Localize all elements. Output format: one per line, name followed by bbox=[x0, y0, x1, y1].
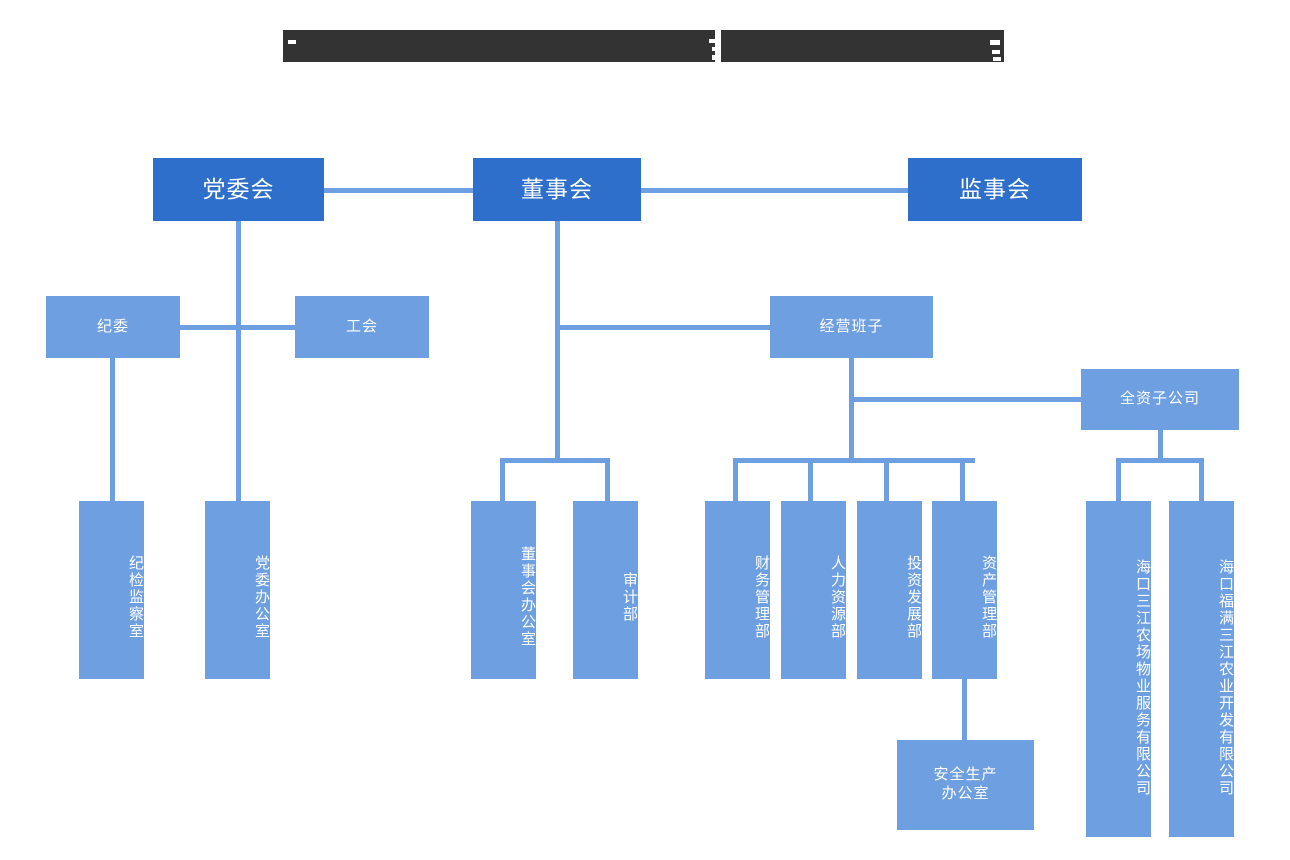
node-subsidiary-agriculture-development[interactable]: 海口福满三江农业开发有限公司 bbox=[1169, 501, 1234, 837]
title-glyph-fragment-4 bbox=[712, 55, 717, 60]
title-glyph-fragment-5 bbox=[990, 40, 1000, 45]
connector-subsidiary-vertical bbox=[1158, 430, 1163, 462]
node-hr-department[interactable]: 人力资源部 bbox=[781, 501, 846, 679]
connector-subsidiary-children-bus bbox=[1116, 458, 1204, 463]
safety-office-line1: 安全生产 bbox=[933, 766, 998, 784]
node-board-of-directors[interactable]: 董事会 bbox=[473, 158, 641, 221]
connector-to-investment-dept bbox=[884, 458, 889, 501]
node-board-office[interactable]: 董事会办公室 bbox=[471, 501, 536, 679]
node-asset-department[interactable]: 资产管理部 bbox=[932, 501, 997, 679]
connector-to-audit-dept bbox=[605, 458, 610, 501]
connector-management-vertical bbox=[849, 358, 854, 461]
connector-management-children-bus bbox=[733, 458, 975, 463]
connector-board-to-supervisory bbox=[641, 188, 909, 193]
node-labor-union[interactable]: 工会 bbox=[295, 296, 429, 358]
node-wholly-owned-subsidiary[interactable]: 全资子公司 bbox=[1081, 369, 1239, 430]
title-glyph-fragment-2 bbox=[709, 39, 719, 43]
connector-management-to-subsidiary bbox=[849, 397, 1081, 402]
title-glyph-fragment-6 bbox=[992, 50, 1000, 54]
connector-partycommittee-to-board bbox=[324, 188, 474, 193]
connector-board-vertical bbox=[555, 221, 560, 461]
connector-to-asset-dept bbox=[960, 458, 965, 501]
title-redaction-bar-right bbox=[721, 30, 1004, 62]
connector-board-to-management bbox=[555, 325, 770, 330]
node-investment-department[interactable]: 投资发展部 bbox=[857, 501, 922, 679]
node-supervisory-board[interactable]: 监事会 bbox=[908, 158, 1082, 221]
node-finance-department[interactable]: 财务管理部 bbox=[705, 501, 770, 679]
node-subsidiary-property-services[interactable]: 海口三江农场物业服务有限公司 bbox=[1086, 501, 1151, 837]
node-audit-department[interactable]: 审计部 bbox=[573, 501, 638, 679]
connector-to-subsidiary-property bbox=[1116, 458, 1121, 501]
node-party-committee[interactable]: 党委会 bbox=[153, 158, 324, 221]
connector-to-finance-dept bbox=[733, 458, 738, 501]
connector-discipline-to-union bbox=[180, 325, 295, 330]
connector-to-subsidiary-agriculture bbox=[1199, 458, 1204, 501]
connector-to-hr-dept bbox=[808, 458, 813, 501]
node-discipline-inspection-office[interactable]: 纪检监察室 bbox=[79, 501, 144, 679]
connector-discipline-to-office bbox=[110, 358, 115, 501]
node-safety-production-office[interactable]: 安全生产 办公室 bbox=[897, 740, 1034, 830]
connector-asset-to-safety-office bbox=[962, 678, 967, 740]
title-glyph-fragment-3 bbox=[712, 47, 717, 51]
node-discipline-committee[interactable]: 纪委 bbox=[46, 296, 180, 358]
node-management-team[interactable]: 经营班子 bbox=[770, 296, 933, 358]
connector-partycommittee-vertical bbox=[236, 221, 241, 501]
title-redaction-bar-left bbox=[283, 30, 715, 62]
safety-office-line2: 办公室 bbox=[941, 785, 990, 802]
title-glyph-fragment-1 bbox=[288, 40, 296, 44]
connector-to-board-office bbox=[500, 458, 505, 501]
connector-board-children-bus bbox=[500, 458, 610, 463]
node-party-committee-office[interactable]: 党委办公室 bbox=[205, 501, 270, 679]
title-glyph-fragment-7 bbox=[993, 57, 1001, 61]
